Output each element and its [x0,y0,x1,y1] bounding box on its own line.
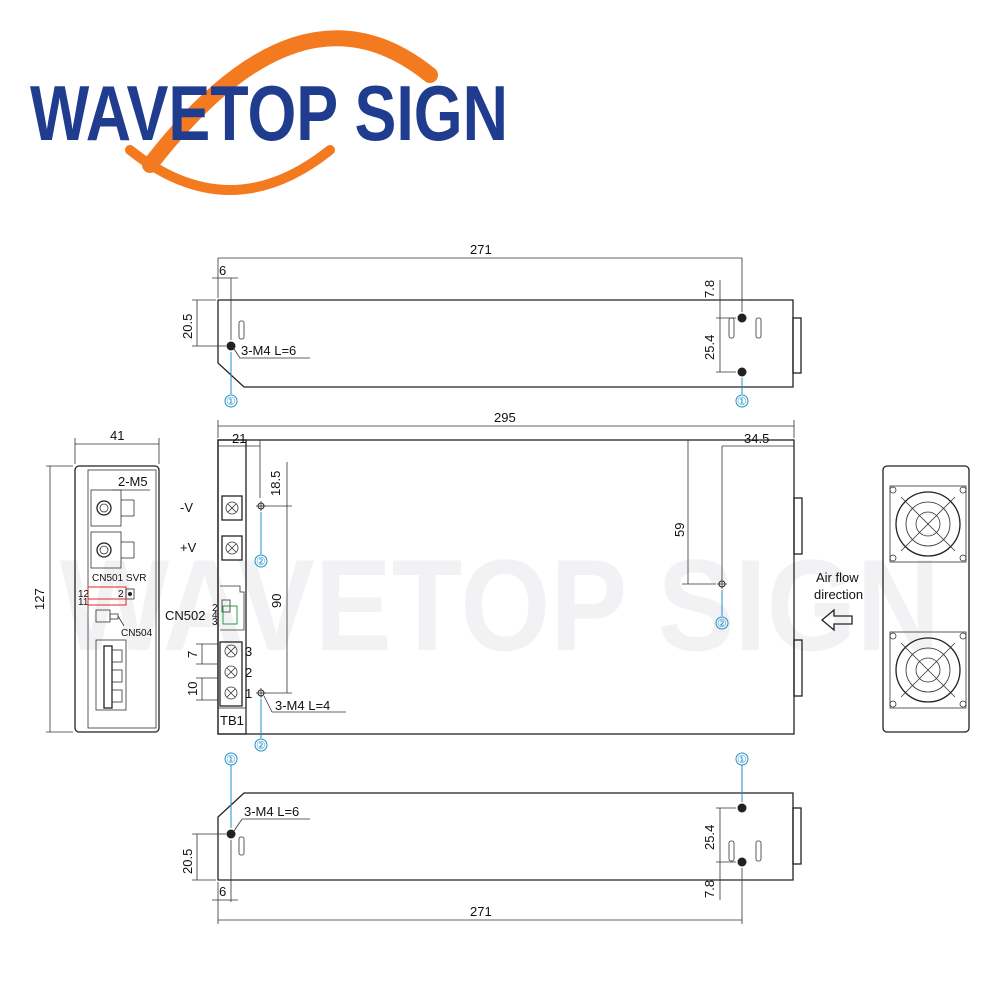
dim-271-top: 271 [470,242,492,257]
ref-1-top-right: ① [737,396,747,408]
ref-2-right: ② [717,618,727,630]
terminal-2-label: 2 [245,665,252,680]
hole-note-bottom: 3-M4 L=6 [244,804,299,819]
dim-20.5-bottom: 20.5 [180,849,195,874]
hole-note-top: 3-M4 L=6 [241,343,296,358]
label-neg-v: -V [180,500,193,515]
dim-25.4-top: 25.4 [702,335,717,360]
airflow-arrow-icon [820,608,853,632]
dim-90: 90 [269,594,284,608]
terminal-pos-v [221,535,243,561]
dim-10: 10 [185,682,200,696]
slot [238,836,245,856]
pin-label: 11 [78,597,89,608]
side-view: 2-M5 CN501 SVR 12 11 2 CN504 41 127 [32,428,160,733]
front-view: -V +V CN502 2 4 3 3 2 1 TB1 7 10 295 [165,410,863,752]
slot [238,320,245,340]
slot [728,317,735,339]
dim-21: 21 [232,431,246,446]
bottom-view-tab [792,807,802,865]
side-view-outline [74,465,160,733]
hole-note-front: 3-M4 L=4 [275,698,330,713]
front-tab [793,639,803,697]
cn502-pin: 2 [212,603,218,614]
fan-view-outline [882,465,970,733]
dim-295: 295 [494,410,516,425]
cn502-pin: 3 [212,617,218,628]
ref-1-bottom-right: ① [737,754,747,766]
top-view-tab [792,317,802,374]
label-cn504: CN504 [121,628,153,639]
logo-text: WAVETOP SIGN [30,69,508,157]
fan-grille-icon [889,485,967,563]
airflow-label-2: direction [814,587,863,602]
label-pos-v: +V [180,540,197,555]
dim-34.5: 34.5 [744,431,769,446]
dim-59: 59 [672,523,687,537]
mount-hole [226,829,236,839]
slot [755,840,762,862]
mount-hole [737,857,747,867]
airflow-label-1: Air flow [816,570,859,585]
dim-6-top: 6 [219,263,226,278]
dim-20.5-top: 20.5 [180,314,195,339]
ref-1-bottom-left: ① [226,754,236,766]
cn502-pin: 4 [212,610,218,621]
front-tab [793,497,803,555]
mount-hole [226,341,236,351]
dim-41: 41 [110,428,124,443]
dim-7.8-top: 7.8 [702,280,717,298]
dim-127: 127 [32,588,47,610]
dim-18.5: 18.5 [268,471,283,496]
pin-label: 12 [78,589,90,600]
mount-hole [737,313,747,323]
terminal-3-label: 3 [245,644,252,659]
top-view: 271 6 20.5 7.8 25.4 3-M4 L=6 ① ① [180,242,802,408]
dim-25.4-bottom: 25.4 [702,825,717,850]
watermark-text: WAVETOP SIGN [60,532,940,678]
slot [755,317,762,339]
label-cn501-svr: CN501 SVR [92,573,146,584]
mount-hole [737,803,747,813]
label-cn502: CN502 [165,608,205,623]
dim-7: 7 [185,651,200,658]
ref-2-upper: ② [256,556,266,568]
terminal-1-label: 1 [245,686,252,701]
ref-1-top-left: ① [226,396,236,408]
mount-hole [737,367,747,377]
terminal-neg-v [221,495,243,521]
dim-271-bottom: 271 [470,904,492,919]
logo-arc-lower [125,145,335,195]
label-tb1: TB1 [220,713,244,728]
label-2-m5: 2-M5 [118,474,148,489]
ref-2-lower: ② [256,740,266,752]
fan-grille-icon [889,631,967,709]
bottom-view: 271 6 20.5 25.4 7.8 3-M4 L=6 ① ① [180,752,802,924]
slot [728,840,735,862]
fan-view [882,465,970,733]
pin-label: 2 [118,589,124,600]
top-view-outline [217,299,794,388]
dim-7.8-bottom: 7.8 [702,880,717,898]
cn502-connector [222,605,238,625]
logo: WAVETOP SIGN [30,30,508,195]
dim-6-bottom: 6 [219,884,226,899]
logo-arc [142,30,438,173]
bottom-view-outline [217,792,794,881]
terminal-block-tb1 [219,641,243,707]
